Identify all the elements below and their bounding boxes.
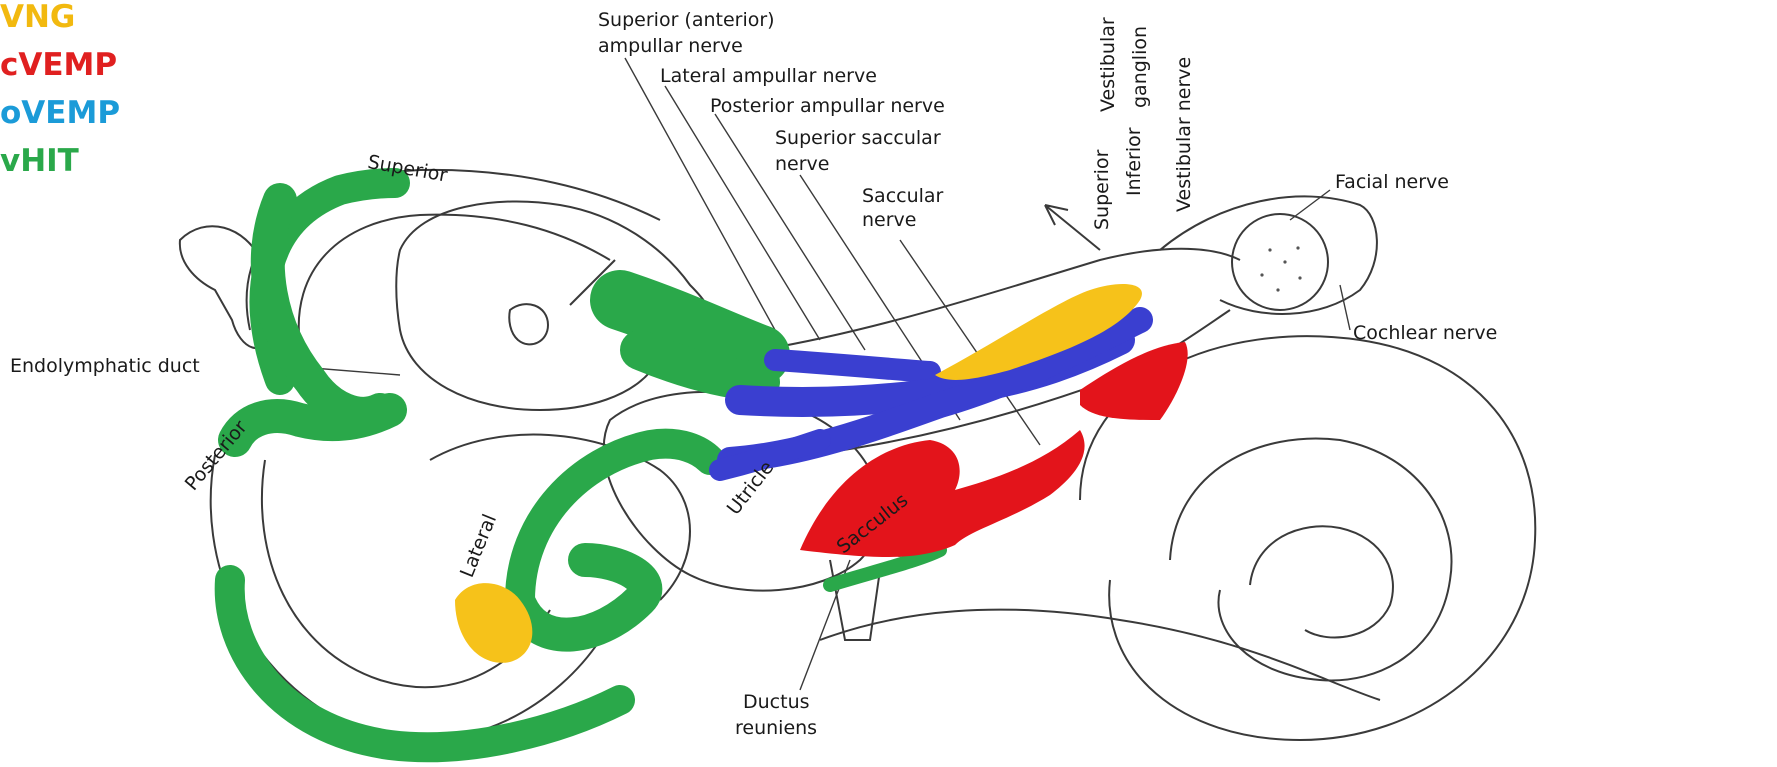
label-superior-vertical: Superior — [1090, 150, 1114, 230]
label-posterior-ampullar-nerve: Posterior ampullar nerve — [710, 94, 945, 118]
stipple-dot — [1268, 248, 1271, 251]
vhit-posterior-canal — [235, 410, 390, 440]
stipple-dot — [1283, 260, 1286, 263]
label-ductus: Ductus — [743, 690, 810, 714]
label-facial-nerve: Facial nerve — [1335, 170, 1449, 194]
label-ampullar-nerve: ampullar nerve — [598, 34, 743, 58]
label-superior-saccular-nerve: nerve — [775, 152, 829, 176]
stipple-dot — [1296, 246, 1299, 249]
cochlea-turn-3 — [1250, 526, 1393, 637]
label-cochlear-nerve: Cochlear nerve — [1353, 321, 1497, 345]
ear-outline — [509, 304, 548, 344]
label-saccular-nerve: nerve — [862, 208, 916, 232]
ovemp-band-1 — [775, 360, 930, 372]
vhit-lateral-lower — [520, 560, 645, 635]
legend-item-vng: VNG — [0, 0, 75, 34]
stipple-dot — [1298, 276, 1301, 279]
leader-cochlear — [1340, 285, 1350, 330]
label-ganglion-vertical: ganglion — [1128, 26, 1152, 108]
legend-item-cvemp: cVEMP — [0, 48, 117, 82]
label-vestibular-nerve-vertical: Vestibular nerve — [1172, 57, 1196, 212]
facial-nerve-bundle-outline — [1160, 196, 1377, 314]
label-lateral-ampullar-nerve: Lateral ampullar nerve — [660, 64, 877, 88]
legend-item-ovemp: oVEMP — [0, 96, 120, 130]
label-reuniens: reuniens — [735, 716, 817, 740]
label-superior-saccular: Superior saccular — [775, 126, 941, 150]
ganglion-stipple — [1260, 246, 1301, 291]
superior-canal-inner-outline — [299, 215, 610, 345]
label-inferior-vertical: Inferior — [1122, 127, 1146, 196]
cochlea-turn-2 — [1170, 439, 1452, 681]
legend-item-vhit: vHIT — [0, 144, 79, 178]
label-vestibular-vertical: Vestibular — [1096, 17, 1120, 112]
leader-facial — [1290, 190, 1330, 220]
label-endolymphatic-duct: Endolymphatic duct — [10, 354, 200, 378]
cochlear-duct-outline — [820, 610, 1380, 700]
label-saccular: Saccular — [862, 184, 943, 208]
stipple-dot — [1260, 273, 1263, 276]
geniculate-ganglion-outline — [1232, 214, 1328, 310]
stipple-dot — [1276, 288, 1279, 291]
label-superior-anterior: Superior (anterior) — [598, 8, 775, 32]
